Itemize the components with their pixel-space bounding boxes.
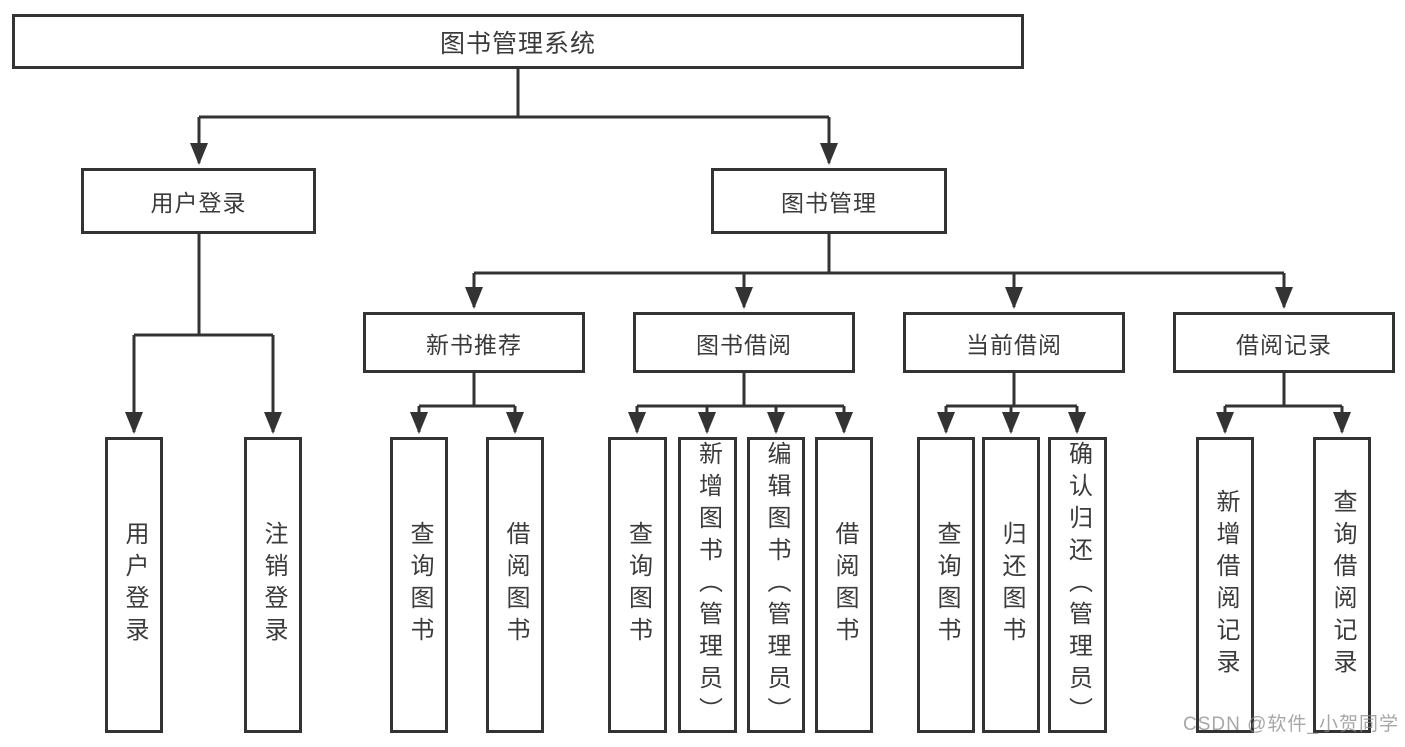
node-query-borrow-record: 查询借阅记录 xyxy=(1313,437,1371,733)
node-new-book-recommendation: 新书推荐 xyxy=(363,312,585,373)
node-borrow-books-recommend: 借阅图书 xyxy=(486,437,544,733)
node-label: 查询借阅记录 xyxy=(1329,489,1356,681)
node-label: 借阅图书 xyxy=(502,521,529,649)
node-label: 借阅图书 xyxy=(831,521,858,649)
node-label: 编辑图书（管理员） xyxy=(763,441,790,729)
node-label: 注销登录 xyxy=(260,521,287,649)
node-add-book-admin: 新增图书（管理员） xyxy=(678,437,737,733)
node-confirm-return-admin: 确认归还（管理员） xyxy=(1048,437,1107,733)
node-borrowing-records: 借阅记录 xyxy=(1173,312,1395,373)
node-label: 查询图书 xyxy=(406,521,433,649)
node-edit-book-admin: 编辑图书（管理员） xyxy=(747,437,805,733)
node-label: 归还图书 xyxy=(998,521,1025,649)
node-query-books-current: 查询图书 xyxy=(917,437,975,733)
node-label: 查询图书 xyxy=(624,521,652,649)
node-query-books-borrowing: 查询图书 xyxy=(608,437,667,733)
node-add-borrow-record: 新增借阅记录 xyxy=(1196,437,1254,733)
node-user-login: 用户登录 xyxy=(81,168,316,234)
csdn-watermark: CSDN @软件_小贺同学 xyxy=(1183,714,1399,735)
node-user-login-leaf: 用户登录 xyxy=(105,437,163,733)
node-return-book: 归还图书 xyxy=(982,437,1040,733)
node-label: 新增图书（管理员） xyxy=(694,441,722,729)
node-query-books-recommend: 查询图书 xyxy=(390,437,448,733)
node-borrow-books-borrowing: 借阅图书 xyxy=(815,437,873,733)
node-current-borrowing: 当前借阅 xyxy=(903,312,1125,373)
node-label: 用户登录 xyxy=(121,521,148,649)
node-label: 确认归还（管理员） xyxy=(1064,441,1092,729)
node-label: 新增借阅记录 xyxy=(1212,489,1239,681)
node-label: 查询图书 xyxy=(933,521,960,649)
node-book-borrowing: 图书借阅 xyxy=(633,312,855,373)
node-library-management-system: 图书管理系统 xyxy=(12,14,1024,69)
node-logout: 注销登录 xyxy=(244,437,302,733)
node-book-management: 图书管理 xyxy=(711,168,947,234)
